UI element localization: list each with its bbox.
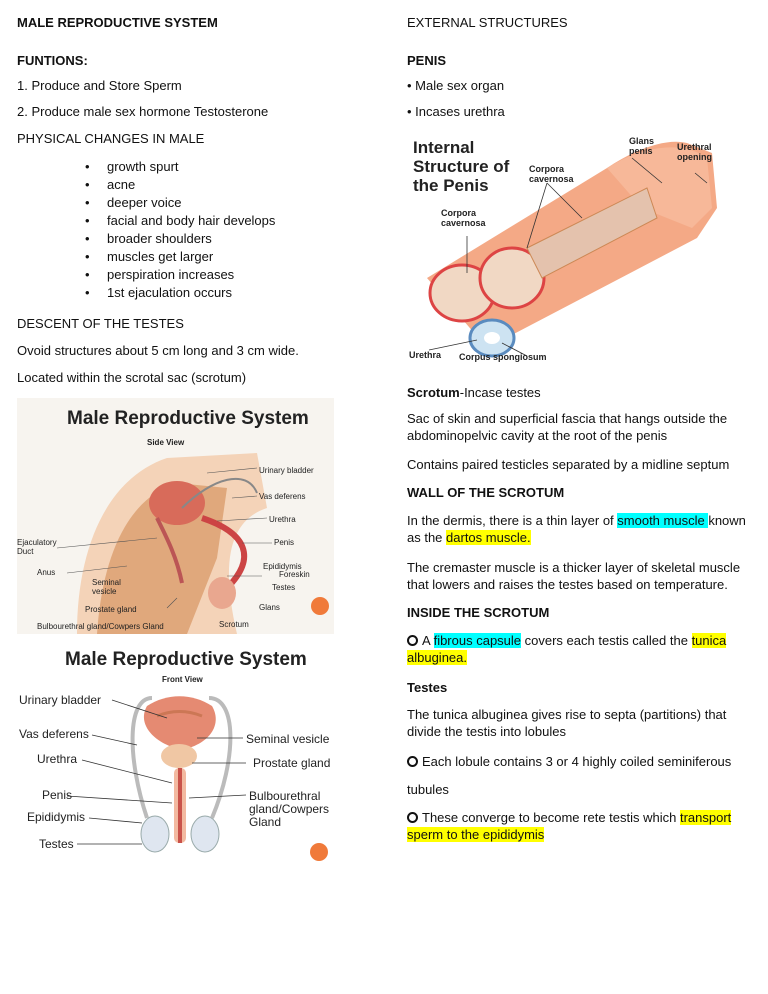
figure-side-view: Male Reproductive System Side View Urina… [17, 398, 334, 634]
scrotum-desc-2: Contains paired testicles separated by a… [407, 457, 730, 472]
physical-heading: PHYSICAL CHANGES IN MALE [17, 131, 205, 146]
descent-text-2: Located within the scrotal sac (scrotum) [17, 370, 247, 385]
doc-title: MALE REPRODUCTIVE SYSTEM [17, 15, 218, 30]
wall-heading: WALL OF THE SCROTUM [407, 485, 565, 500]
descent-text-1: Ovoid structures about 5 cm long and 3 c… [17, 343, 299, 358]
side-view-illustration [56, 453, 329, 634]
scrotum-line: Scrotum-Incase testes [407, 385, 541, 400]
figure-front-view: Male Reproductive System Front View Urin… [17, 638, 334, 870]
penis-heading: PENIS [407, 53, 447, 68]
front-view-illustration [66, 696, 328, 861]
inside-text-1: A fibrous capsule covers each testis cal… [407, 633, 727, 665]
wall-text-1: In the dermis, there is a thin layer of … [407, 513, 746, 545]
function-1: 1. Produce and Store Sperm [17, 78, 182, 93]
figure-penis-structure: Internal Structure of the Penis Glans pe… [407, 128, 725, 368]
penis-structure-illustration [427, 141, 717, 358]
external-heading: EXTERNAL STRUCTURES [407, 15, 568, 30]
wall-text-2: The cremaster muscle is a thicker layer … [407, 560, 741, 592]
circle-bullet-icon [407, 756, 418, 767]
penis-point-1: • Male sex organ [407, 78, 505, 93]
circle-bullet-icon [407, 812, 418, 823]
testes-text-3: These converge to become rete testis whi… [407, 810, 732, 842]
descent-heading: DESCENT OF THE TESTES [17, 316, 184, 331]
circle-bullet-icon [407, 635, 418, 646]
testes-text-2: Each lobule contains 3 or 4 highly coile… [407, 754, 731, 770]
penis-figure-title: Internal Structure of the Penis [413, 138, 510, 195]
testes-heading: Testes [407, 680, 448, 695]
functions-heading: FUNTIONS: [17, 53, 88, 68]
inside-heading: INSIDE THE SCROTUM [407, 605, 550, 620]
scrotum-desc: Sac of skin and superficial fascia that … [407, 411, 728, 443]
function-2: 2. Produce male sex hormone Testosterone [17, 104, 269, 119]
penis-point-2: • Incases urethra [407, 104, 505, 119]
testes-text-2b: tubules [407, 782, 449, 797]
testes-text-1: The tunica albuginea gives rise to septa… [407, 707, 727, 739]
